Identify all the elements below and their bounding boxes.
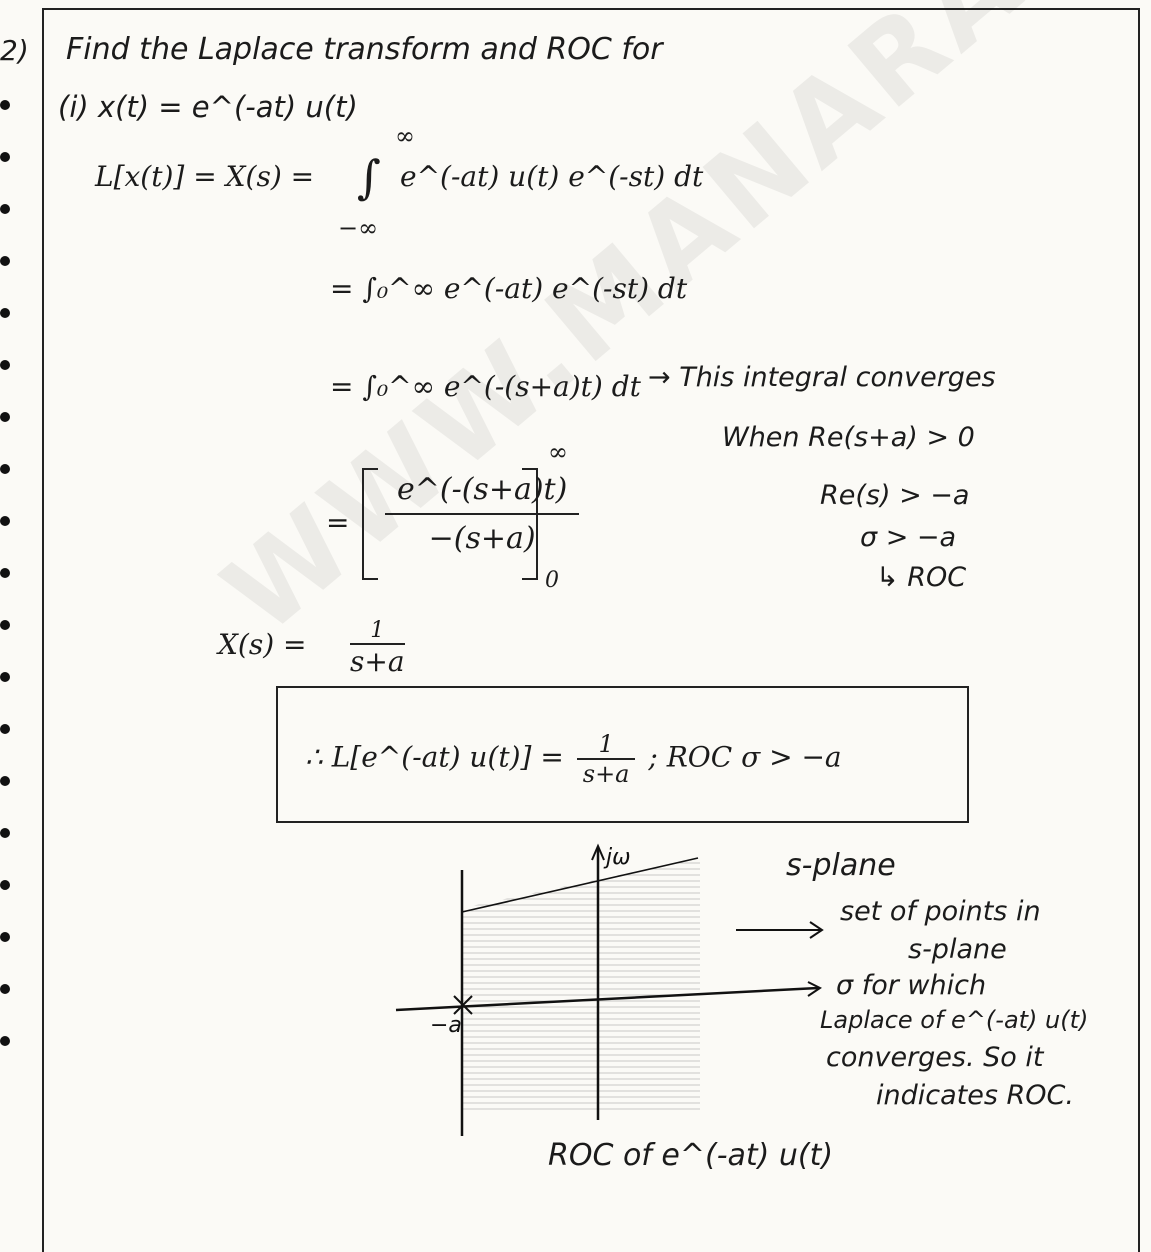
step-3: = ∫₀^∞ e^(-(s+a)t) dt xyxy=(330,370,641,403)
result-lhs: X(s) = xyxy=(218,628,307,661)
evaluated-fraction: e^(-(s+a)t) −(s+a) xyxy=(385,472,580,556)
signal-definition: x(t) = e^(-at) u(t) xyxy=(97,90,358,124)
fraction-numerator: e^(-(s+a)t) xyxy=(385,472,580,515)
step-2: = ∫₀^∞ e^(-at) e^(-st) dt xyxy=(330,272,688,305)
integral-sign: ∫ xyxy=(357,150,381,204)
note-line-5: converges. So it xyxy=(826,1042,1044,1073)
condition-sigma: σ > −a xyxy=(860,522,957,553)
page-margin-line xyxy=(42,8,44,1252)
boxed-result xyxy=(276,686,969,823)
left-bracket xyxy=(362,468,378,580)
note-line-6: indicates ROC. xyxy=(876,1080,1074,1111)
convergence-note: → This integral converges xyxy=(648,362,996,393)
boxed-numerator: 1 xyxy=(576,730,636,760)
note-line-4: Laplace of e^(-at) u(t) xyxy=(820,1006,1089,1034)
part-i-signal: (i) x(t) = e^(-at) u(t) xyxy=(58,90,358,124)
minus-a-label: −a xyxy=(430,1013,462,1038)
s-plane-diagram: jω −a xyxy=(395,843,824,1136)
boxed-denominator: s+a xyxy=(582,760,630,788)
result-fraction: 1 s+a xyxy=(350,618,405,678)
spiral-binding xyxy=(0,80,14,1180)
real-axis-arrow-icon xyxy=(807,981,822,997)
question-number: 2) xyxy=(0,34,29,67)
real-axis xyxy=(395,986,819,1012)
result-numerator: 1 xyxy=(350,618,405,645)
page-border-right xyxy=(1138,8,1140,1252)
boxed-result-text: ∴ L[e^(-at) u(t)] = 1 s+a ; ROC σ > −a xyxy=(305,730,842,788)
note-line-3: σ for which xyxy=(836,970,987,1001)
condition-when: When Re(s+a) > 0 xyxy=(722,422,975,453)
integrand: e^(-at) u(t) e^(-st) dt xyxy=(400,160,704,193)
boxed-suffix: ; ROC σ > −a xyxy=(648,740,842,774)
integral-upper-limit: ∞ xyxy=(395,122,415,150)
boxed-prefix: ∴ L[e^(-at) u(t)] = xyxy=(305,740,564,774)
bracket-upper-limit: ∞ xyxy=(548,438,568,466)
roc-shaded-region xyxy=(462,858,700,1110)
integral-lower-limit: −∞ xyxy=(338,214,379,242)
condition-re-s: Re(s) > −a xyxy=(820,480,970,511)
step-4-equals: = xyxy=(326,506,350,539)
right-bracket xyxy=(522,468,538,580)
fraction-denominator: −(s+a) xyxy=(428,521,536,556)
question-text: Find the Laplace transform and ROC for xyxy=(66,32,663,67)
bracket-lower-limit: 0 xyxy=(545,568,559,593)
s-plane-title: s-plane xyxy=(786,848,896,883)
laplace-definition-lhs: L[x(t)] = X(s) = xyxy=(95,160,315,193)
boxed-fraction: 1 s+a xyxy=(576,730,636,788)
note-line-2: s-plane xyxy=(908,934,1007,965)
part-label: (i) xyxy=(58,90,89,124)
condition-roc-arrow: ↳ ROC xyxy=(876,562,967,593)
axis-arrow-icon xyxy=(591,843,605,861)
diagram-caption: ROC of e^(-at) u(t) xyxy=(548,1138,834,1173)
result-denominator: s+a xyxy=(350,645,405,678)
pointer-arrow-icon xyxy=(809,921,824,939)
jw-label: jω xyxy=(603,845,631,870)
page-border-top xyxy=(44,8,1139,10)
note-line-1: set of points in xyxy=(840,896,1041,927)
hatch-top-line xyxy=(461,857,699,913)
